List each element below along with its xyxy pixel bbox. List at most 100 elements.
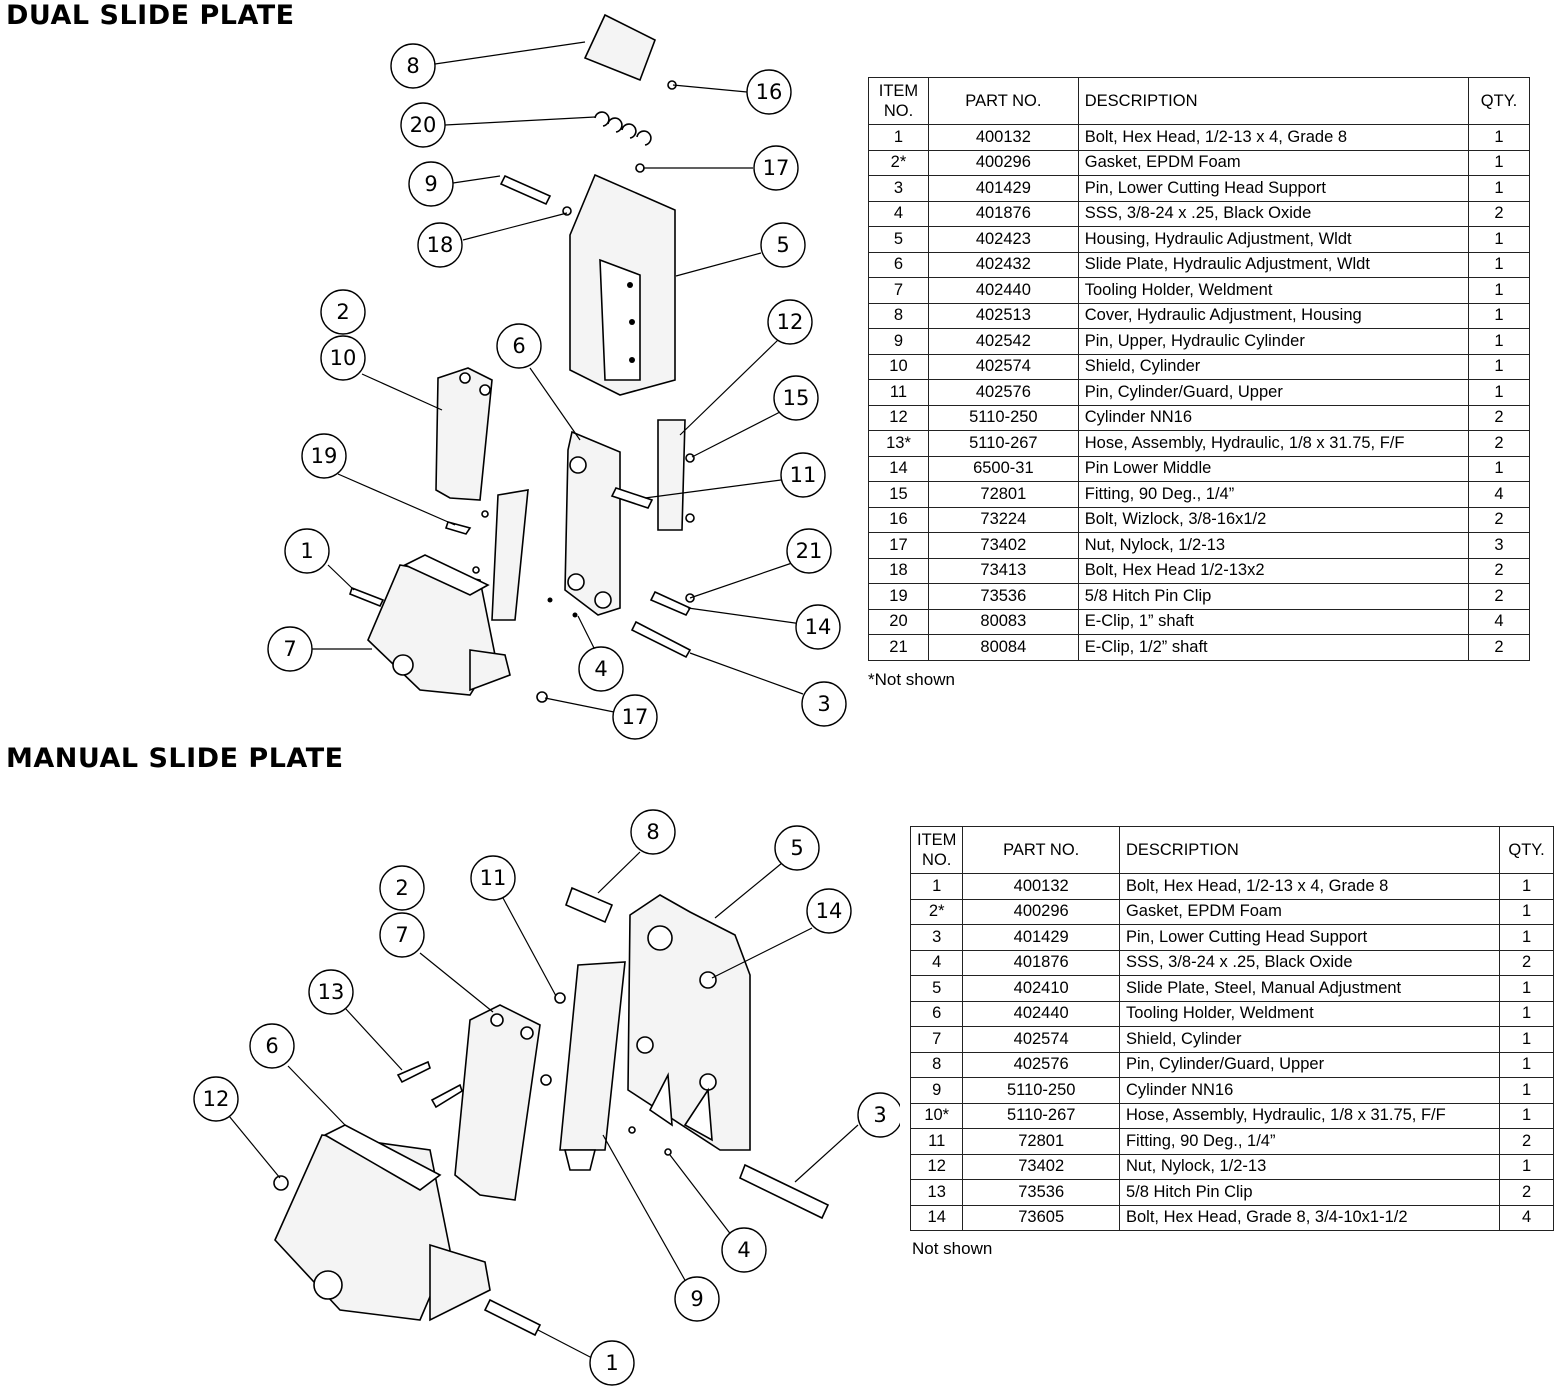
cell-qty: 1 bbox=[1468, 226, 1530, 253]
cell-item: 19 bbox=[868, 583, 929, 610]
cell-part-no: 402423 bbox=[927, 226, 1079, 253]
cell-item: 13 bbox=[909, 1179, 964, 1206]
column-header-part: PART NO. bbox=[962, 826, 1120, 874]
cell-description: 5/8 Hitch Pin Clip bbox=[1077, 583, 1470, 610]
cell-description: Tooling Holder, Weldment bbox=[1077, 277, 1470, 304]
svg-text:11: 11 bbox=[480, 866, 507, 890]
cell-item: 4 bbox=[909, 949, 964, 976]
cell-part-no: 73224 bbox=[927, 506, 1079, 533]
cell-qty: 1 bbox=[1499, 1077, 1554, 1104]
cell-description: E-Clip, 1” shaft bbox=[1077, 608, 1470, 635]
column-header-description: DESCRIPTION bbox=[1077, 77, 1470, 125]
cell-qty: 1 bbox=[1499, 898, 1554, 925]
cell-qty: 2 bbox=[1468, 506, 1530, 533]
cell-description: Pin, Cylinder/Guard, Upper bbox=[1077, 379, 1470, 406]
cell-description: Pin Lower Middle bbox=[1077, 455, 1470, 482]
cell-description: Slide Plate, Steel, Manual Adjustment bbox=[1118, 975, 1501, 1002]
manual-callout-11: 11 bbox=[470, 855, 516, 901]
dual-callout-18: 18 bbox=[417, 222, 463, 268]
cell-part-no: 400296 bbox=[927, 149, 1079, 176]
cell-part-no: 73402 bbox=[927, 532, 1079, 559]
cell-qty: 1 bbox=[1499, 924, 1554, 951]
cell-qty: 2 bbox=[1499, 949, 1554, 976]
cell-description: Tooling Holder, Weldment bbox=[1118, 1000, 1501, 1027]
svg-text:16: 16 bbox=[756, 80, 783, 104]
cell-part-no: 402410 bbox=[962, 975, 1120, 1002]
cell-part-no: 73536 bbox=[927, 583, 1079, 610]
svg-text:4: 4 bbox=[737, 1238, 750, 1262]
cell-item: 12 bbox=[909, 1153, 964, 1180]
cell-part-no: 401876 bbox=[927, 200, 1079, 227]
cell-item: 8 bbox=[909, 1051, 964, 1078]
cell-description: Cylinder NN16 bbox=[1077, 404, 1470, 431]
cell-qty: 1 bbox=[1468, 302, 1530, 329]
cell-item: 15 bbox=[868, 481, 929, 508]
svg-text:1: 1 bbox=[300, 539, 313, 563]
cell-item: 10 bbox=[868, 353, 929, 380]
cell-description: Cylinder NN16 bbox=[1118, 1077, 1501, 1104]
cell-qty: 2 bbox=[1468, 200, 1530, 227]
exploded-diagrams: 8 16 20 17 9 18 5 2 10 6 12 15 19 11 21 … bbox=[193, 13, 900, 1386]
dual-callout-3: 3 bbox=[801, 681, 847, 727]
cell-description: Shield, Cylinder bbox=[1118, 1026, 1501, 1053]
cell-qty: 4 bbox=[1468, 481, 1530, 508]
column-header-description: DESCRIPTION bbox=[1118, 826, 1501, 874]
cell-description: Gasket, EPDM Foam bbox=[1118, 898, 1501, 925]
cell-description: Bolt, Hex Head, 1/2-13 x 4, Grade 8 bbox=[1077, 124, 1470, 151]
svg-text:4: 4 bbox=[594, 657, 607, 681]
cell-part-no: 80083 bbox=[927, 608, 1079, 635]
cell-part-no: 73536 bbox=[962, 1179, 1120, 1206]
manual-callout-12: 12 bbox=[193, 1076, 239, 1122]
cell-item: 9 bbox=[909, 1077, 964, 1104]
cell-part-no: 402576 bbox=[962, 1051, 1120, 1078]
dual-leader-lines bbox=[312, 41, 804, 713]
svg-text:8: 8 bbox=[646, 820, 659, 844]
column-header-item: ITEM NO. bbox=[868, 77, 929, 125]
column-header-qty: QTY. bbox=[1499, 826, 1554, 874]
cell-qty: 2 bbox=[1499, 1179, 1554, 1206]
manual-callout-3: 3 bbox=[857, 1092, 900, 1138]
dual-parts-drawing bbox=[349, 13, 695, 703]
cell-description: Hose, Assembly, Hydraulic, 1/8 x 31.75, … bbox=[1077, 430, 1470, 457]
cell-description: Nut, Nylock, 1/2-13 bbox=[1077, 532, 1470, 559]
cell-description: SSS, 3/8-24 x .25, Black Oxide bbox=[1077, 200, 1470, 227]
svg-text:21: 21 bbox=[796, 539, 823, 563]
cell-item: 18 bbox=[868, 557, 929, 584]
svg-text:3: 3 bbox=[873, 1103, 886, 1127]
cell-item: 1 bbox=[909, 873, 964, 900]
manual-callout-13: 13 bbox=[308, 969, 354, 1015]
svg-text:17: 17 bbox=[763, 156, 790, 180]
cell-part-no: 402574 bbox=[962, 1026, 1120, 1053]
dual-callout-8: 8 bbox=[390, 43, 436, 89]
dual-callout-17-top: 17 bbox=[753, 145, 799, 191]
cell-item: 4 bbox=[868, 200, 929, 227]
manual-callout-8: 8 bbox=[630, 809, 676, 855]
cell-part-no: 400132 bbox=[962, 873, 1120, 900]
cell-part-no: 5110-267 bbox=[927, 430, 1079, 457]
cell-part-no: 400296 bbox=[962, 898, 1120, 925]
cell-qty: 2 bbox=[1499, 1128, 1554, 1155]
dual-callout-1: 1 bbox=[284, 528, 330, 574]
cell-description: Bolt, Hex Head, 1/2-13 x 4, Grade 8 bbox=[1118, 873, 1501, 900]
cell-description: Hose, Assembly, Hydraulic, 1/8 x 31.75, … bbox=[1118, 1102, 1501, 1129]
column-header-qty: QTY. bbox=[1468, 77, 1530, 125]
cell-qty: 1 bbox=[1499, 1051, 1554, 1078]
svg-text:7: 7 bbox=[283, 637, 296, 661]
svg-text:6: 6 bbox=[512, 334, 525, 358]
cell-part-no: 73413 bbox=[927, 557, 1079, 584]
svg-text:2: 2 bbox=[395, 876, 408, 900]
cell-qty: 1 bbox=[1468, 149, 1530, 176]
